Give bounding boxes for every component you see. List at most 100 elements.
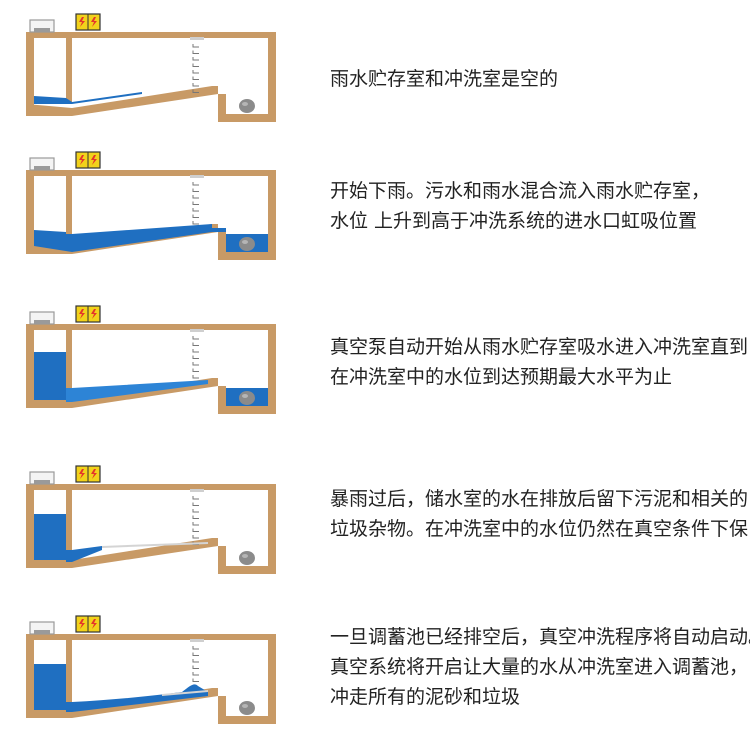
tank-detail xyxy=(242,704,248,708)
tank-detail xyxy=(192,70,199,74)
step-caption: 暴雨过后，储水室的水在排放后留下污泥和相关的 垃圾杂物。在冲洗室中的水位仍然在真… xyxy=(330,484,750,544)
tank-schematic xyxy=(26,305,276,414)
caption-line: 雨水贮存室和冲洗室是空的 xyxy=(330,68,559,90)
tank-left-wall xyxy=(26,172,34,246)
tank-detail xyxy=(190,639,204,642)
tank-detail xyxy=(192,528,199,532)
tank-divider-wall xyxy=(66,324,72,394)
tank-detail xyxy=(192,355,199,359)
tank-detail xyxy=(192,502,199,506)
water-body xyxy=(66,380,208,402)
water-body xyxy=(66,546,102,562)
tank-detail xyxy=(192,214,199,218)
water-body xyxy=(34,514,66,560)
tank-detail xyxy=(192,646,199,650)
ladder-icon xyxy=(190,329,204,385)
sediment-layer xyxy=(162,690,208,696)
tank-detail xyxy=(190,489,204,492)
tank-top-slab xyxy=(26,484,274,490)
step-5: 一旦调蓄池已经排空后，真空冲洗程序将自动启动。 真空系统将开启让大量的水从冲洗室… xyxy=(0,612,750,752)
tank-detail xyxy=(190,37,204,40)
tank-base xyxy=(26,560,72,568)
tank-detail xyxy=(192,89,199,93)
flush-valve-icon xyxy=(239,551,255,565)
tank-detail xyxy=(192,336,199,340)
step-caption: 雨水贮存室和冲洗室是空的 xyxy=(330,64,558,94)
caption-line: 在冲洗室中的水位到达预期最大水平为止 xyxy=(330,366,673,388)
tank-right-wall xyxy=(268,170,276,260)
tank-base xyxy=(26,246,72,254)
caption-line: 一旦调蓄池已经排空后，真空冲洗程序将自动启动。 xyxy=(330,626,750,648)
tank-detail xyxy=(190,329,204,332)
tank-base xyxy=(26,400,72,408)
tank-divider-wall xyxy=(66,484,72,554)
tank-detail xyxy=(192,509,199,513)
caption-line: 冲走所有的泥砂和垃圾 xyxy=(330,686,521,708)
tank-detail xyxy=(192,44,199,48)
tank-left-wall xyxy=(26,34,34,108)
tank-detail xyxy=(192,221,199,225)
tank-schematic xyxy=(26,465,276,574)
tank-detail xyxy=(192,50,199,54)
tank-detail xyxy=(242,554,248,558)
tank-detail xyxy=(192,342,199,346)
lightning-icon xyxy=(79,469,85,479)
step-caption: 一旦调蓄池已经排空后，真空冲洗程序将自动启动。 真空系统将开启让大量的水从冲洗室… xyxy=(330,622,750,712)
tank-detail xyxy=(192,522,199,526)
tank-sump-floor xyxy=(212,538,276,574)
tank-top-slab xyxy=(26,634,274,640)
tank-right-wall xyxy=(268,32,276,122)
tank-detail xyxy=(192,195,199,199)
pump-icon xyxy=(75,615,101,633)
lightning-icon xyxy=(79,155,85,165)
lightning-icon xyxy=(91,619,97,629)
pump-icon xyxy=(75,465,101,483)
tank-right-wall xyxy=(268,324,276,414)
tank-right-wall xyxy=(268,634,276,724)
tank-detail xyxy=(192,496,199,500)
tank-base xyxy=(26,108,72,116)
caption-line: 真空系统将开启让大量的水从冲洗室进入调蓄池， xyxy=(330,656,749,678)
tank-detail xyxy=(192,83,199,87)
tank-sump-floor xyxy=(212,688,276,724)
inlet-cap xyxy=(34,320,50,324)
tank-left-wall xyxy=(26,326,34,400)
tank-base xyxy=(26,710,72,718)
tank-detail xyxy=(192,201,199,205)
tank-sump-floor xyxy=(212,378,276,414)
tank-detail xyxy=(192,63,199,67)
tank-detail xyxy=(242,102,248,106)
sediment-layer xyxy=(102,542,208,548)
tank-detail xyxy=(192,182,199,186)
tank-top-slab xyxy=(26,170,274,176)
water-body xyxy=(34,352,66,400)
tank-detail xyxy=(192,208,199,212)
flush-valve-icon xyxy=(239,701,255,715)
step-caption: 真空泵自动开始从雨水贮存室吸水进入冲洗室直到 在冲洗室中的水位到达预期最大水平为… xyxy=(330,332,748,392)
inlet-cap xyxy=(34,630,50,634)
tank-schematic xyxy=(26,615,276,724)
step-3: 真空泵自动开始从雨水贮存室吸水进入冲洗室直到 在冲洗室中的水位到达预期最大水平为… xyxy=(0,302,750,442)
caption-line: 暴雨过后，储水室的水在排放后留下污泥和相关的 xyxy=(330,488,749,510)
tank-detail xyxy=(192,515,199,519)
lightning-icon xyxy=(79,309,85,319)
tank-detail xyxy=(190,175,204,178)
tank-detail xyxy=(192,368,199,372)
tank-top-slab xyxy=(26,32,274,38)
pump-icon xyxy=(75,151,101,169)
pump-icon xyxy=(75,13,101,31)
inlet-cap xyxy=(34,480,50,484)
step-4: 暴雨过后，储水室的水在排放后留下污泥和相关的 垃圾杂物。在冲洗室中的水位仍然在真… xyxy=(0,462,750,602)
lightning-icon xyxy=(79,17,85,27)
tank-left-wall xyxy=(26,636,34,710)
lightning-icon xyxy=(91,155,97,165)
water-body xyxy=(34,224,268,252)
tank-detail xyxy=(242,240,248,244)
pump-icon xyxy=(75,305,101,323)
flush-valve-icon xyxy=(239,237,255,251)
lightning-icon xyxy=(91,309,97,319)
tank-left-wall xyxy=(26,486,34,560)
ladder-icon xyxy=(190,37,204,93)
tank-detail xyxy=(192,349,199,353)
tank-detail xyxy=(192,362,199,366)
